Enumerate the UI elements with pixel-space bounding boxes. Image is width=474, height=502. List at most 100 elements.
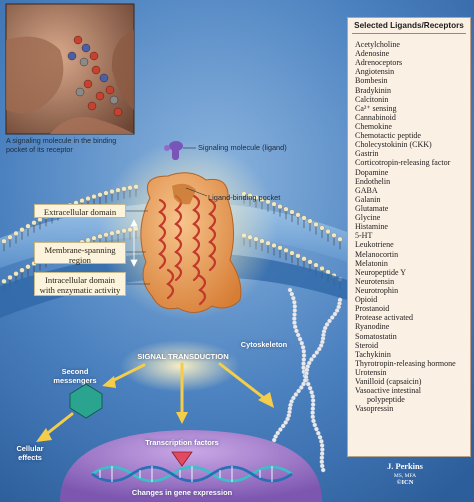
lipid-head [20, 268, 25, 273]
ligand-item: Galanin [355, 195, 456, 204]
molecule-atom [82, 44, 90, 52]
lipid-head [8, 235, 13, 240]
ligand-item: Calcitonin [355, 95, 456, 104]
cytoskeleton-bead [321, 468, 325, 472]
lipid-head [32, 220, 37, 225]
cytoskeleton-bead [311, 406, 315, 410]
lipid-head [326, 229, 331, 234]
cytoskeleton-bead [320, 451, 324, 455]
cytoskeleton-bead [320, 460, 324, 464]
cytoskeleton-bead [298, 337, 302, 341]
cytoskeleton-bead [293, 325, 297, 329]
cytoskeleton-bead [301, 361, 305, 365]
molecule-atom [76, 88, 84, 96]
cytoskeleton-bead [320, 464, 324, 468]
cytoskeleton-bead [311, 415, 315, 419]
lipid-head [290, 251, 295, 256]
cellular-effects-label: Cellular effects [10, 444, 50, 462]
cytoskeleton-label: Cytoskeleton [234, 340, 294, 349]
ligand-item: Tachykinin [355, 350, 456, 359]
cytoskeleton-bead [292, 316, 296, 320]
cytoskeleton-bead [302, 349, 306, 353]
ligand-item: Bombesin [355, 76, 456, 85]
signal-transduction-label: SIGNAL TRANSDUCTION [118, 352, 248, 361]
ligand-item: Opioid [355, 295, 456, 304]
ligand-item: Vasopressin [355, 404, 456, 413]
ligand-item: Histamine [355, 222, 456, 231]
cytoskeleton-bead [311, 398, 315, 402]
lipid-head [308, 219, 313, 224]
molecule-atom [90, 52, 98, 60]
molecule-atom [84, 80, 92, 88]
ligand-item: Neurotensin [355, 277, 456, 286]
lipid-head [320, 266, 325, 271]
cytoskeleton-bead [302, 353, 306, 357]
lipid-head [80, 198, 85, 203]
lipid-head [86, 196, 91, 201]
cytoskeleton-bead [291, 296, 295, 300]
cytoskeleton-bead [318, 435, 322, 439]
cytoskeleton-bead [320, 443, 324, 447]
cytoskeleton-bead [294, 329, 298, 333]
cytoskeleton-bead [309, 390, 313, 394]
lipid-head [92, 236, 97, 241]
ligand-item: Cholecystokinin (CKK) [355, 140, 456, 149]
lipid-head [92, 194, 97, 199]
lipid-head [284, 207, 289, 212]
cytoskeleton-bead [292, 321, 296, 325]
cytoskeleton-bead [296, 333, 300, 337]
ligand-item: Angiotensin [355, 67, 456, 76]
lipid-head [8, 275, 13, 280]
lipid-head [20, 227, 25, 232]
gene-expression-label: Changes in gene expression [112, 488, 252, 497]
molecule-atom [68, 52, 76, 60]
ligand-item: Prostanoid [355, 304, 456, 313]
lipid-head [2, 239, 7, 244]
ligand-item: Vasoactive intestinal [355, 386, 456, 395]
extracellular-domain-label: Extracellular domain [34, 204, 126, 218]
ligand-item: Neuropeptide Y [355, 268, 456, 277]
lipid-head [290, 210, 295, 215]
inset-caption: A signaling molecule in the binding pock… [6, 136, 134, 154]
cytoskeleton-bead [288, 288, 292, 292]
pocket-callout: Ligand-binding pocket [208, 193, 280, 202]
intracellular-domain-label: Intracellular domain with enzymatic acti… [34, 272, 126, 296]
cytoskeleton-bead [310, 411, 314, 415]
cytoskeleton-bead [272, 438, 276, 442]
lipid-head [308, 260, 313, 265]
molecule-atom [88, 102, 96, 110]
ligand-item: Dopamine [355, 168, 456, 177]
ligand-item: polypeptide [355, 395, 456, 404]
ligand-item: Adrenoceptors [355, 58, 456, 67]
cytoskeleton-bead [320, 456, 324, 460]
molecule-atom [96, 92, 104, 100]
ligand-item: Chemotactic peptide [355, 131, 456, 140]
molecule-atom [100, 74, 108, 82]
lipid-head [314, 263, 319, 268]
ligand-item: Cannabinoid [355, 113, 456, 122]
cytoskeleton-bead [306, 382, 310, 386]
ligand-item: Ca²⁺ sensing [355, 104, 456, 113]
cytoskeleton-bead [293, 308, 297, 312]
lipid-head [2, 279, 7, 284]
ligand-item: Thyrotropin-releasing hormone [355, 359, 456, 368]
credit-mark: ©ICN [355, 479, 455, 486]
cytoskeleton-bead [311, 419, 315, 423]
cytoskeleton-bead [310, 394, 314, 398]
molecule-atom [74, 36, 82, 44]
cytoskeleton-bead [293, 304, 297, 308]
ligand-item: Neurotrophin [355, 286, 456, 295]
cytoskeleton-bead [316, 431, 320, 435]
lipid-head [98, 192, 103, 197]
molecule-atom [92, 66, 100, 74]
lipid-head [284, 248, 289, 253]
lipid-head [302, 216, 307, 221]
ligand-item: Melatonin [355, 259, 456, 268]
lipid-head [332, 233, 337, 238]
ligand-callout: Signaling molecule (ligand) [198, 143, 287, 152]
lipid-head [338, 237, 343, 242]
cytoskeleton-bead [292, 312, 296, 316]
cytoskeleton-bead [292, 300, 296, 304]
ligand-item: Glycine [355, 213, 456, 222]
